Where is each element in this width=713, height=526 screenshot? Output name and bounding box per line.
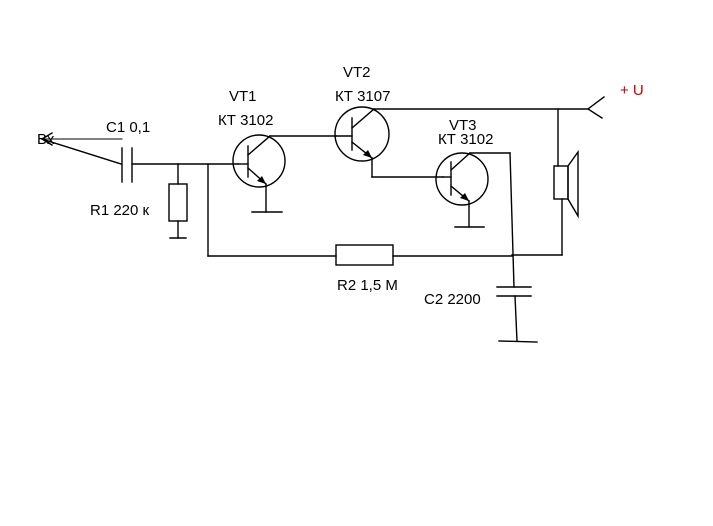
label-r2: R2 1,5 М [337, 277, 398, 294]
label-vt2-type: КТ 3107 [335, 88, 390, 105]
label-vt1-name: VT1 [229, 88, 257, 105]
resistor-r1 [168, 163, 188, 239]
label-input: Вх [37, 131, 55, 148]
label-vt2-name: VT2 [343, 64, 371, 81]
transistor-vt1 [232, 134, 337, 213]
transistor-vt2 [334, 106, 589, 178]
supply-terminal [586, 96, 605, 119]
input-terminal [40, 132, 123, 165]
feedback-wire [207, 163, 337, 257]
speaker [511, 108, 579, 256]
label-vt3-name: VT3 [449, 117, 477, 134]
transistor-vt3 [435, 152, 511, 228]
label-c2: C2 2200 [424, 291, 481, 308]
label-c1: C1 0,1 [106, 119, 150, 136]
label-vt1-type: КТ 3102 [218, 112, 273, 129]
label-vt3-type: КТ 3102 [438, 131, 493, 148]
label-r1: R1 220 к [90, 202, 150, 219]
capacitor-c2 [496, 152, 538, 343]
capacitor-c1 [121, 147, 239, 183]
label-supply: + U [620, 82, 644, 99]
resistor-r2 [335, 244, 513, 266]
